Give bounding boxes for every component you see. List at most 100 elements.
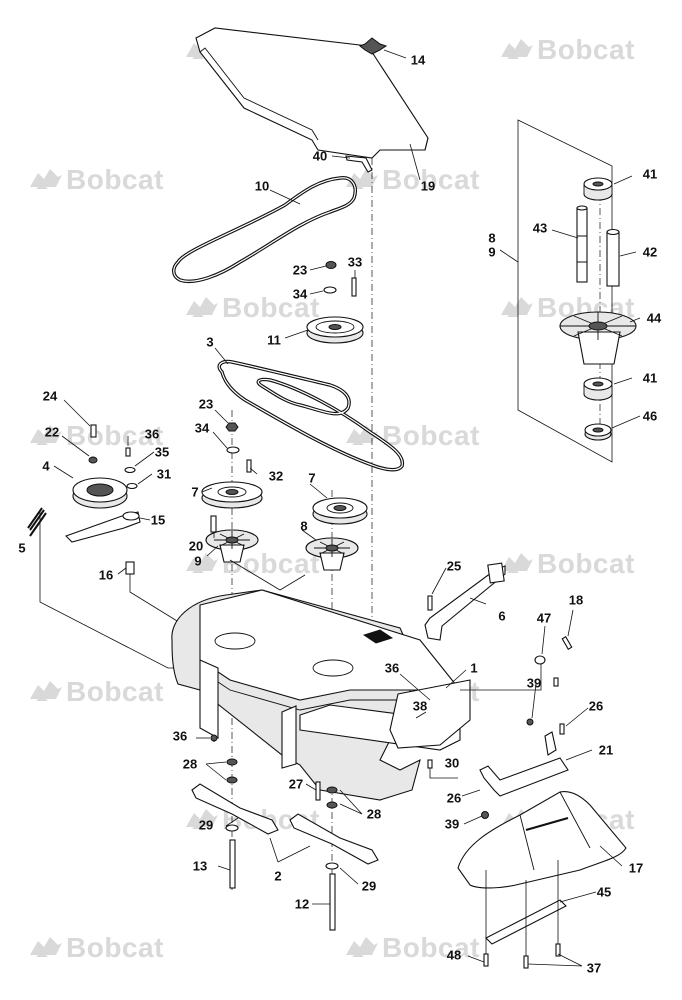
callout-23: 23 — [292, 262, 308, 278]
watermark: Bobcat — [28, 676, 164, 708]
callout-1: 1 — [470, 660, 478, 676]
leader — [269, 837, 311, 863]
callout-7: 7 — [191, 484, 199, 500]
bar-nut — [526, 718, 534, 726]
pivot-washer — [126, 482, 138, 490]
callout-9: 9 — [194, 553, 202, 569]
spacer — [326, 801, 338, 809]
callout-43: 43 — [532, 220, 548, 236]
callout-25: 25 — [446, 558, 462, 574]
bobcat-logo-icon — [186, 809, 218, 829]
callout-2: 2 — [274, 868, 282, 884]
belt-cover — [195, 27, 429, 159]
flat-washer — [534, 655, 546, 665]
callout-26: 26 — [446, 790, 462, 806]
callout-39: 39 — [526, 675, 542, 691]
watermark-text: Bobcat — [66, 164, 164, 195]
callout-36: 36 — [384, 660, 400, 676]
bar-bolt — [559, 723, 565, 735]
deflector-bar — [479, 731, 569, 797]
watermark: Bobcat — [28, 164, 164, 196]
callout-26: 26 — [588, 698, 604, 714]
bobcat-logo-icon — [30, 425, 62, 445]
lower-bearing — [583, 377, 613, 401]
callout-8: 8 — [300, 518, 308, 534]
center-pulley — [306, 316, 364, 344]
bar-nut — [553, 677, 559, 687]
callout-29: 29 — [361, 878, 377, 894]
watermark-text: Bobcat — [382, 164, 480, 195]
callout-13: 13 — [192, 858, 208, 874]
cover-clip — [345, 155, 373, 173]
callout-44: 44 — [646, 310, 662, 326]
upper-washer — [323, 286, 337, 294]
idler-arm — [64, 511, 141, 543]
watermark-text: Bobcat — [66, 420, 164, 451]
callout-24: 24 — [42, 388, 58, 404]
callout-37: 37 — [586, 960, 602, 976]
idler-bolt — [90, 424, 97, 438]
watermark-text: Bobcat — [222, 292, 320, 323]
rod-bolt — [523, 955, 529, 969]
callout-35: 35 — [154, 444, 170, 460]
upper-belt — [172, 176, 357, 283]
cap-screw — [561, 636, 573, 650]
callout-36: 36 — [172, 728, 188, 744]
callout-38: 38 — [412, 698, 428, 714]
blade-washer — [225, 824, 239, 832]
spacer — [226, 776, 238, 784]
lower-belt — [217, 359, 405, 472]
watermark: Bobcat — [344, 164, 480, 196]
spindle-bolt — [210, 515, 217, 533]
callout-15: 15 — [150, 512, 166, 528]
callout-29: 29 — [198, 817, 214, 833]
right-pulley — [312, 497, 368, 525]
callout-10: 10 — [254, 178, 270, 194]
watermark-text: Bobcat — [66, 676, 164, 707]
left-spindle — [205, 529, 259, 563]
pivot-bushing — [125, 561, 135, 575]
callout-28: 28 — [366, 806, 382, 822]
callout-23: 23 — [198, 396, 214, 412]
spacer-tube — [606, 228, 620, 287]
callout-27: 27 — [288, 776, 304, 792]
callout-28: 28 — [182, 756, 198, 772]
rod-bolt — [483, 953, 489, 967]
right-spindle — [305, 537, 359, 571]
blade-washer — [325, 862, 339, 870]
left-nut — [225, 422, 239, 432]
leader — [129, 574, 196, 633]
spacer — [226, 758, 238, 766]
idler-pulley — [72, 477, 128, 509]
callout-34: 34 — [292, 286, 308, 302]
deck-bolt — [315, 781, 321, 801]
callout-4: 4 — [42, 458, 50, 474]
callout-31: 31 — [156, 466, 172, 482]
callout-41: 41 — [642, 166, 658, 182]
watermark-text: Bobcat — [382, 932, 480, 963]
callout-3: 3 — [206, 334, 214, 350]
retaining-clip — [124, 466, 136, 474]
callout-34: 34 — [194, 420, 210, 436]
bobcat-logo-icon — [186, 297, 218, 317]
left-washer — [226, 446, 240, 454]
callout-16: 16 — [98, 567, 114, 583]
bobcat-logo-icon — [186, 553, 218, 573]
callout-41: 41 — [642, 370, 658, 386]
callout-6: 6 — [498, 608, 506, 624]
callout-42: 42 — [642, 244, 658, 260]
callout-36: 36 — [144, 426, 160, 442]
watermark-text: Bobcat — [66, 932, 164, 963]
right-blade — [289, 813, 379, 865]
callout-12: 12 — [294, 896, 310, 912]
callout-5: 5 — [18, 540, 26, 556]
bobcat-logo-icon — [501, 39, 533, 59]
upper-nut — [325, 261, 337, 269]
callout-20: 20 — [188, 538, 204, 554]
mower-deck — [171, 589, 471, 801]
brace-bolt — [427, 595, 433, 611]
callout-18: 18 — [568, 592, 584, 608]
watermark-text: Bobcat — [537, 34, 635, 65]
